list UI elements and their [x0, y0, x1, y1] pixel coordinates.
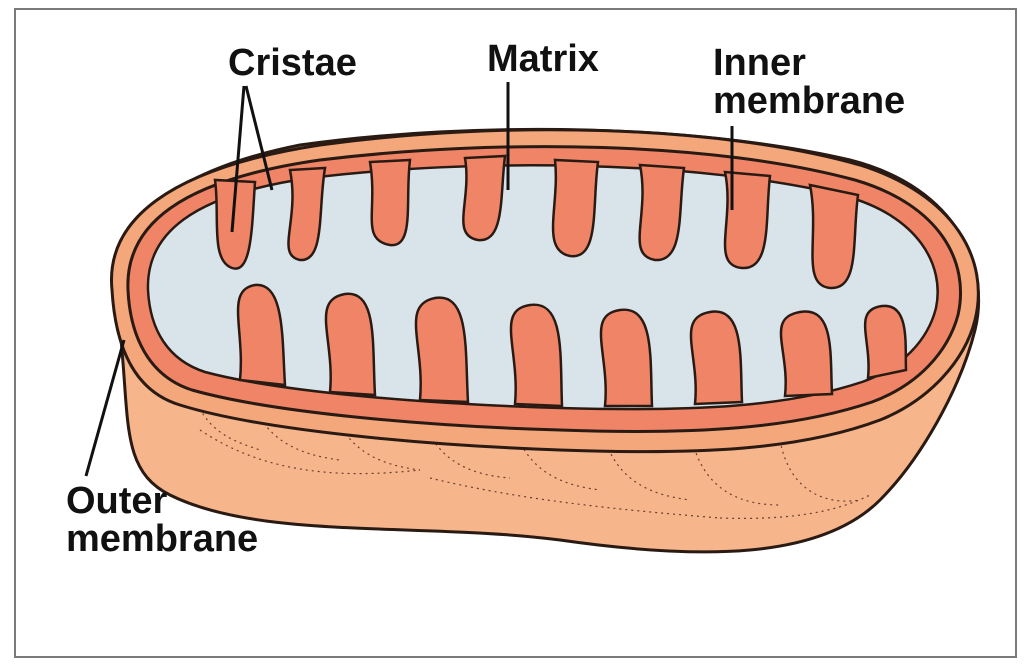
cristae-label: Cristae — [228, 44, 357, 82]
inner-membrane-label: Inner membrane — [713, 44, 905, 120]
outer-membrane-leader — [86, 340, 124, 476]
matrix-label: Matrix — [487, 40, 599, 78]
outer-membrane-label: Outer membrane — [66, 482, 258, 558]
